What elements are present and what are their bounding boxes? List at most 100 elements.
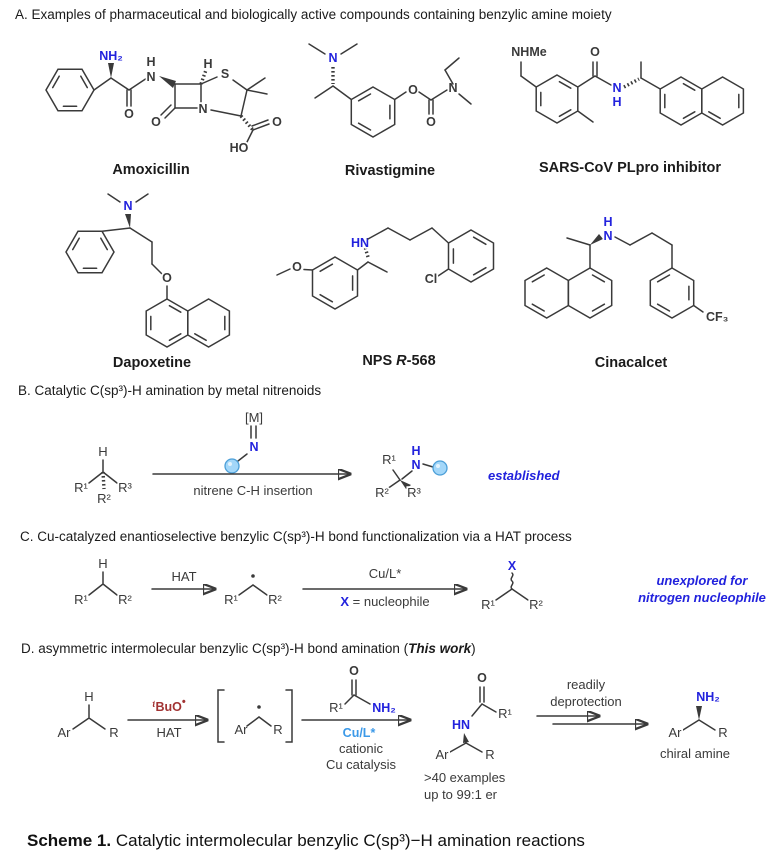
atom-h: H — [603, 215, 612, 229]
product-ar: Ar — [436, 747, 450, 762]
caption-label: Scheme 1. — [27, 831, 112, 850]
benzene-ring — [65, 230, 115, 274]
deprotection-label: deprotection — [550, 694, 622, 709]
caption-text: Catalytic intermolecular benzylic C(sp³)… — [111, 831, 585, 850]
cu-ligand-label: Cu/L* — [343, 726, 376, 740]
naphthalene-ring-left — [145, 298, 189, 348]
compound-name-plpro-inhibitor: SARS-CoV PLpro inhibitor — [538, 160, 722, 176]
structure-rivastigmine: N O O N — [308, 43, 472, 138]
status-note-line1: unexplored for — [656, 573, 748, 588]
substrate-r3: R³ — [118, 480, 132, 495]
atom-h: H — [612, 95, 621, 109]
benzene-ring — [350, 86, 396, 138]
naphthalene-ring-left — [524, 267, 570, 319]
scheme-b-product: R¹ H N R² R³ — [373, 442, 448, 502]
bracket-left — [217, 689, 225, 743]
substituent-sphere — [224, 458, 240, 474]
product-h: H — [411, 444, 420, 458]
substrate-h: H — [84, 689, 93, 704]
substrate-r: R — [109, 725, 118, 740]
section-c-heading: C. Cu-catalyzed enantioselective benzyli… — [20, 529, 572, 544]
atom-n-amide: N — [146, 70, 155, 84]
benzene-ring-methoxy — [311, 256, 359, 310]
product-r1: R¹ — [498, 706, 512, 721]
substituent-sphere — [432, 460, 448, 476]
atom-n-carbamate: N — [448, 81, 457, 95]
compound-name-cinacalcet: Cinacalcet — [594, 355, 668, 371]
product-hn: HN — [452, 718, 470, 732]
benzene-ring — [45, 68, 95, 112]
cationic-label: cationic — [339, 741, 384, 756]
atom-hn: HN — [351, 236, 369, 250]
atom-o-carbonyl: O — [426, 115, 436, 129]
radical-ar: Ar — [235, 722, 249, 737]
status-note-line2: nitrogen nucleophile — [638, 590, 766, 605]
bracket-right — [285, 689, 293, 743]
substrate-r1: R¹ — [74, 592, 88, 607]
product-r1: R¹ — [382, 452, 396, 467]
radical-r: R — [273, 722, 282, 737]
compound-name-dapoxetine: Dapoxetine — [112, 355, 192, 371]
atom-o-acid: O — [272, 115, 282, 129]
tbuo-radical-label: tBuO• — [152, 696, 186, 714]
section-b-heading: B. Catalytic C(sp³)-H amination by metal… — [18, 383, 322, 398]
benzene-ring-cf3 — [649, 267, 695, 319]
scheme-d-product: O R¹ HN Ar R >40 examples up to 99:1 er — [422, 669, 514, 804]
structure-cinacalcet: H N CF₃ — [524, 213, 730, 326]
product-r2: R² — [529, 597, 543, 612]
hat-label: HAT — [156, 725, 181, 740]
scheme-b-substrate: H R¹ R² R³ — [72, 442, 134, 508]
scheme-d-radical-bracketed: Ar R — [217, 689, 293, 743]
examples-note: >40 examples — [424, 770, 506, 785]
product-x: X — [508, 559, 517, 573]
substrate-r2: R² — [118, 592, 132, 607]
compound-name-rivastigmine: Rivastigmine — [344, 163, 436, 179]
scheme-b-nitrene-reagent: [M] N — [224, 408, 265, 474]
beta-lactam-ring — [174, 83, 202, 109]
naphthalene-ring-right — [567, 267, 613, 319]
scheme-d-final: NH₂ Ar R chiral amine — [658, 688, 732, 763]
structure-dapoxetine: N O — [65, 193, 231, 348]
scheme-c-product: X R¹ R² — [479, 557, 545, 614]
atom-n-amine: N — [328, 51, 337, 65]
atom-o: O — [162, 271, 172, 285]
product-r2: R² — [375, 485, 389, 500]
scheme-c: H R¹ R² HAT R¹ R² Cu/L* X = nucleophile … — [72, 554, 767, 614]
final-nh2: NH₂ — [696, 690, 720, 704]
atom-o-ester: O — [408, 83, 418, 97]
product-n: N — [411, 458, 420, 472]
product-o: O — [477, 671, 487, 685]
naphthalene-ring-left — [659, 76, 703, 126]
substrate-ar: Ar — [58, 725, 72, 740]
nitrene-metal: [M] — [245, 410, 263, 425]
scheme-c-radical: R¹ R² — [222, 574, 284, 609]
atom-cf3: CF₃ — [706, 310, 729, 324]
scheme-caption: Scheme 1. Catalytic intermolecular benzy… — [27, 831, 585, 851]
chiral-amine-label: chiral amine — [660, 746, 730, 761]
final-r: R — [718, 725, 727, 740]
atom-ho: HO — [230, 141, 249, 155]
er-note: up to 99:1 er — [424, 787, 498, 802]
section-a-heading: A. Examples of pharmaceutical and biolog… — [15, 7, 612, 22]
naphthalene-ring-right — [187, 298, 231, 348]
atom-h-ring: H — [203, 57, 212, 71]
compound-name-amoxicillin: Amoxicillin — [112, 162, 190, 178]
substrate-h: H — [98, 556, 107, 571]
section-d-heading: D. asymmetric intermolecular benzylic C(… — [21, 641, 476, 656]
atom-n-lactam: N — [198, 102, 207, 116]
amide-o: O — [349, 664, 359, 678]
cu-catalysis-label: Cu catalysis — [326, 757, 397, 772]
amide-reagent: R¹ O NH₂ — [327, 662, 397, 717]
product-r1: R¹ — [481, 597, 495, 612]
naphthalene-ring-right — [701, 76, 745, 126]
atom-nh2: NH₂ — [99, 49, 123, 63]
atom-o: O — [292, 260, 302, 274]
atom-n: N — [603, 229, 612, 243]
substrate-h: H — [98, 444, 107, 459]
benzene-ring-chloro — [447, 229, 495, 283]
squiggle-bond — [510, 572, 514, 590]
final-ar: Ar — [669, 725, 683, 740]
atom-cl: Cl — [425, 272, 438, 286]
compound-name-nps-r568: NPS R-568 — [362, 353, 436, 369]
